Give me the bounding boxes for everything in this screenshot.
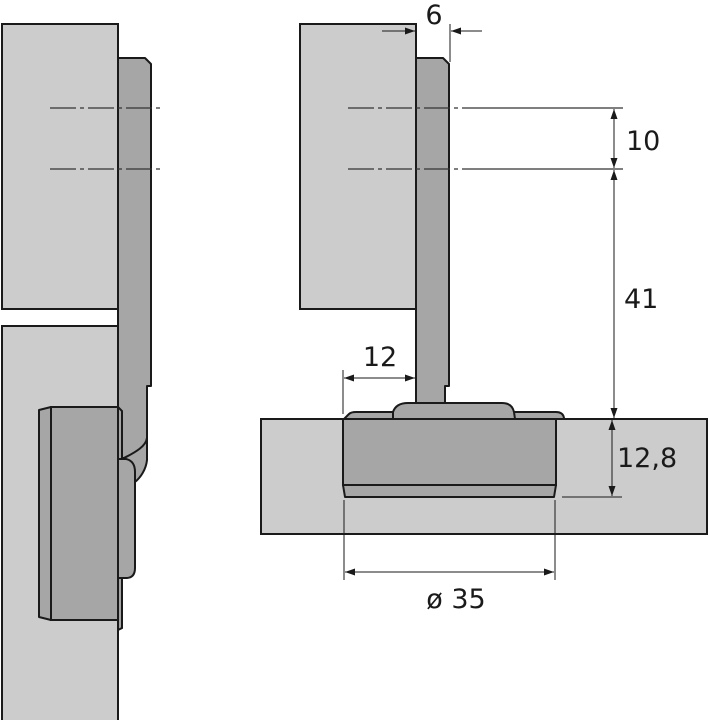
dimension-cup-diameter: ø 35 <box>343 500 556 615</box>
dimension-hole-spacing: 10 <box>610 109 660 168</box>
cup-body-side <box>50 406 119 621</box>
upper-panel-side <box>1 23 119 310</box>
mounting-block-side <box>117 458 136 579</box>
hinge-arm-front <box>415 57 450 404</box>
hinge-boss-front <box>392 402 516 420</box>
dimension-label-cup-edge: 12 <box>363 342 397 373</box>
dimension-label-cup-diameter: ø 35 <box>426 584 485 615</box>
dimension-label-hole-spacing: 10 <box>626 126 660 157</box>
dimension-cup-edge: 12 <box>342 342 415 414</box>
hinge-arm-side <box>117 57 152 459</box>
dimension-cup-depth: 12,8 <box>562 420 677 498</box>
cup-bottom-front <box>342 484 557 498</box>
side-view <box>1 23 160 720</box>
dimension-label-hole-to-cup: 41 <box>624 284 658 315</box>
dimension-overlay: 6 <box>382 0 482 62</box>
dimension-hole-to-cup: 41 <box>610 170 658 418</box>
front-view: 6 10 41 12,8 12 ø 35 <box>260 0 708 615</box>
upper-panel-front <box>299 23 417 310</box>
dimension-label-overlay: 6 <box>425 0 442 31</box>
dimension-label-cup-depth: 12,8 <box>617 443 677 474</box>
cup-bevel-side <box>38 406 52 621</box>
cup-body-front <box>342 418 557 486</box>
